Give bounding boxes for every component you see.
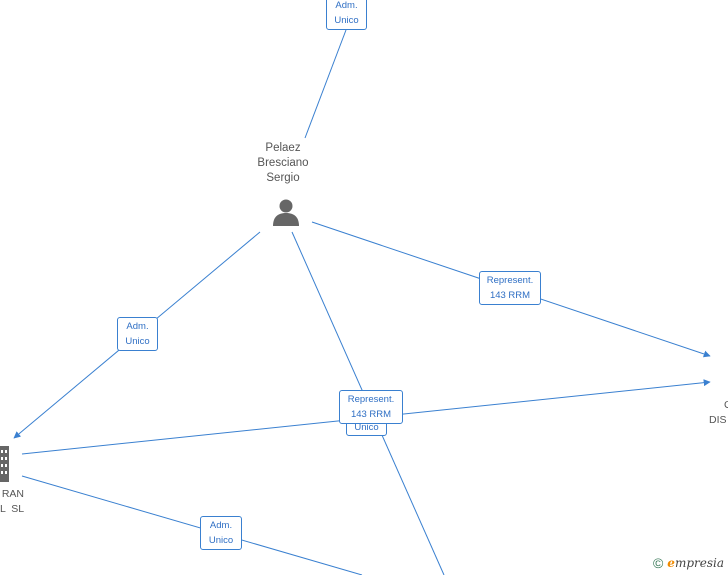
edge-label-top[interactable]: Adm. Unico <box>326 0 367 30</box>
person-name-line: Sergio <box>266 172 300 184</box>
edge-label-line: Adm. <box>209 520 233 531</box>
edge-top <box>304 29 347 139</box>
edge-label-line: Unico <box>208 535 234 546</box>
edge-label-line: Unico <box>125 336 150 347</box>
edge-label-left[interactable]: Adm. Unico <box>117 317 158 351</box>
edge-label-line: Represent. <box>347 394 395 405</box>
person-node-label[interactable]: Pelaez Bresciano Sergio <box>245 141 321 186</box>
edge-label-line: Adm. <box>335 0 358 11</box>
edge-label-line: 143 RRM <box>489 290 531 301</box>
edge-label-line: Unico <box>334 15 359 26</box>
brand-initial: e <box>667 556 675 570</box>
copyright-symbol: © <box>652 555 664 571</box>
company-right-label[interactable]: G DIS <box>706 398 728 428</box>
company-right-name-line: G <box>706 398 728 413</box>
company-left-label[interactable]: RAN L SL <box>0 487 24 517</box>
edge-label-line: Unico <box>354 422 379 433</box>
brand-rest: mpresia <box>674 556 724 570</box>
company-left-name-line: L SL <box>0 503 25 515</box>
building-icon[interactable] <box>0 446 12 482</box>
person-name-line: Bresciano <box>257 157 309 169</box>
edge-label-right[interactable]: Represent. 143 RRM <box>479 271 541 305</box>
footer-brand: © empresia <box>653 555 724 571</box>
person-name-line: Pelaez <box>265 142 301 154</box>
edge-label-center[interactable]: Represent. 143 RRM <box>339 390 403 424</box>
company-right-name-line: DIS <box>709 414 727 426</box>
company-left-name-line: RAN <box>1 488 24 500</box>
edge-label-line: Adm. <box>126 321 149 332</box>
edge-label-bottom[interactable]: Adm. Unico <box>200 516 242 550</box>
empresia-logo[interactable]: empresia <box>667 556 724 570</box>
edge-label-line: Represent. <box>486 275 534 286</box>
person-icon[interactable] <box>271 197 301 227</box>
edge-bottom <box>21 475 363 575</box>
edge-label-line: 143 RRM <box>350 409 392 420</box>
